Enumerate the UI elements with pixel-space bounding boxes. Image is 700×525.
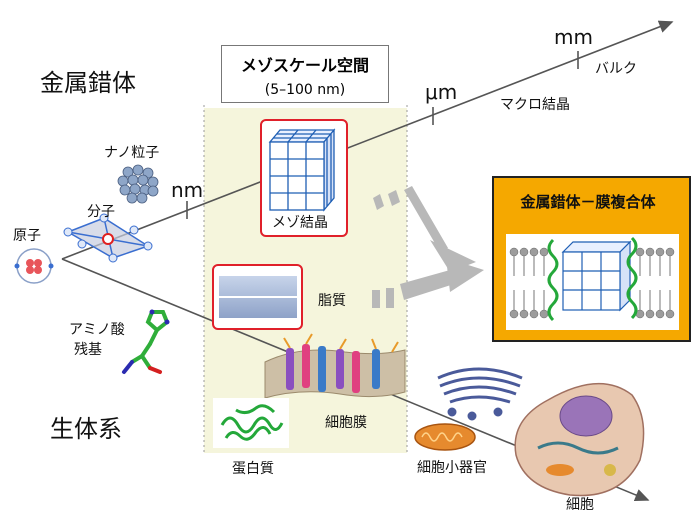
organelle-label: 細胞小器官	[417, 460, 487, 476]
metal-complex-label: 金属錯体	[40, 69, 136, 97]
protein-label: 蛋白質	[232, 461, 274, 477]
hybrid-lipid-tails	[513, 256, 671, 310]
hybrid-helix-icon	[547, 236, 638, 322]
molecule-icon	[63, 213, 153, 263]
lipid-label: 脂質	[318, 293, 346, 309]
arrow-lower	[372, 258, 484, 308]
mesoscale-title-box: メゾスケール空間 (5–100 nm)	[221, 45, 389, 103]
mesoscale-range: (5–100 nm)	[264, 82, 346, 98]
cell-label: 細胞	[566, 497, 594, 513]
nanoparticle-icon	[117, 164, 159, 204]
cell-icon	[514, 383, 645, 497]
lipid-bilayer-icon	[219, 276, 297, 318]
protein-icon	[220, 404, 284, 441]
amino-acid-label-2: 残基	[74, 342, 102, 358]
atom-icon	[14, 248, 54, 284]
atom-label: 原子	[13, 228, 41, 244]
golgi-icon	[437, 367, 523, 421]
macro-crystal-label: マクロ結晶	[500, 97, 570, 113]
molecule-label: 分子	[87, 204, 115, 220]
meso-crystal-icon	[268, 128, 336, 212]
hybrid-lipid-icon	[509, 247, 675, 319]
tick-label-nm: nm	[171, 178, 204, 202]
tick-label-mm: mm	[554, 25, 593, 49]
mesoscale-title: メゾスケール空間	[240, 56, 369, 75]
cell-membrane-label: 細胞膜	[325, 415, 367, 431]
cell-membrane-icon	[264, 333, 406, 399]
bulk-label: バルク	[595, 61, 637, 77]
hybrid-title: 金属錯体－膜複合体	[520, 193, 656, 211]
scale-axis-line	[61, 20, 674, 260]
mitochondrion-icon	[414, 423, 476, 451]
biological-system-label: 生体系	[50, 415, 122, 443]
tick-label-um: μm	[425, 80, 458, 104]
amino-acid-label-1: アミノ酸	[69, 322, 125, 338]
nanoparticle-label: ナノ粒子	[104, 145, 160, 161]
amino-acid-icon	[122, 309, 170, 374]
protein-box	[213, 398, 289, 448]
meso-crystal-label: メゾ結晶	[272, 215, 328, 231]
hybrid-crystal-icon	[561, 240, 632, 312]
